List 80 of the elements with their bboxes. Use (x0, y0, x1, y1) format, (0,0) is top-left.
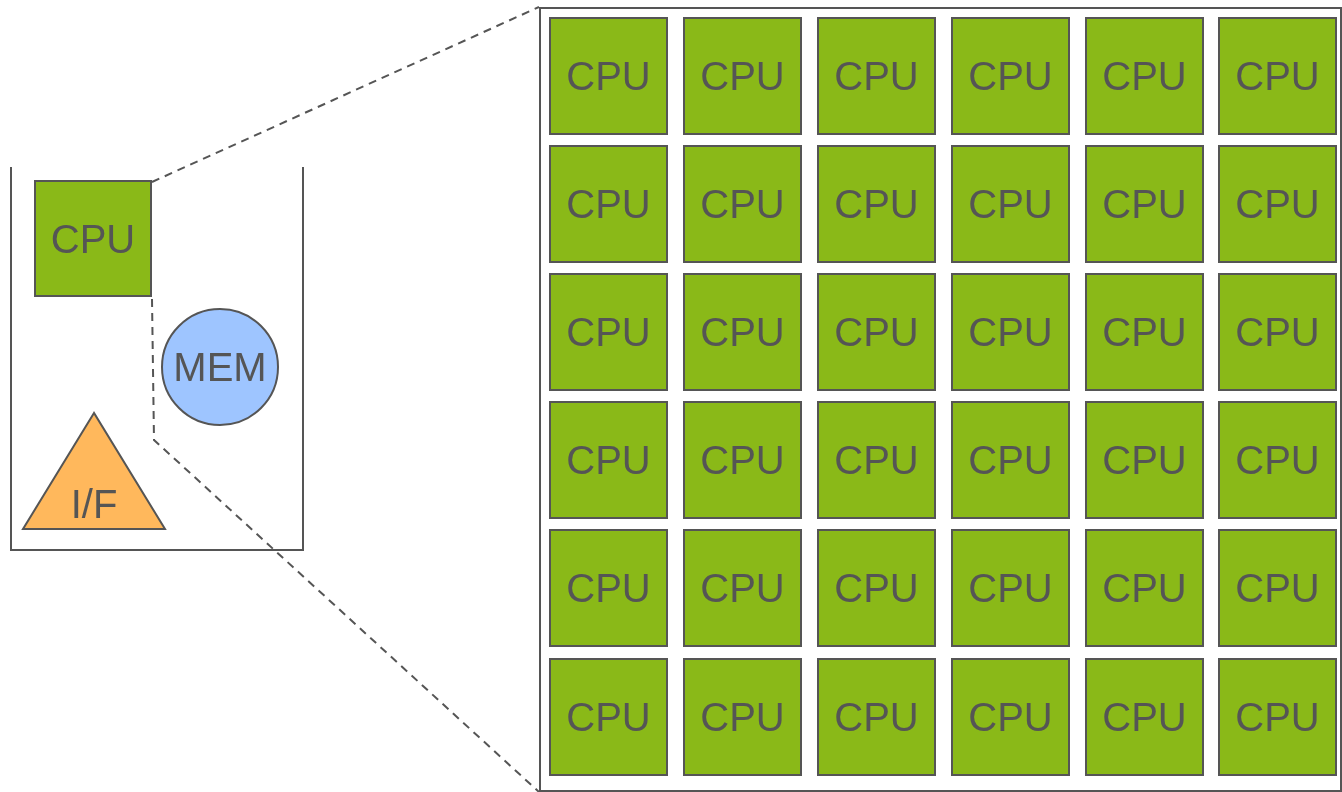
cpu-label: CPU (968, 312, 1053, 352)
cpu-box (683, 529, 802, 647)
cpu-box (34, 180, 152, 297)
memory-label: MEM (173, 347, 267, 387)
cpu-label: CPU (968, 440, 1053, 480)
cpu-label: CPU (700, 184, 785, 224)
cpu-box (549, 401, 668, 519)
cpu-label: CPU (1235, 697, 1320, 737)
cpu-label: CPU (566, 312, 651, 352)
cpu-box (1085, 529, 1204, 647)
cpu-box (951, 529, 1070, 647)
cpu-label: CPU (1235, 312, 1320, 352)
cpu-label: CPU (1235, 56, 1320, 96)
cpu-box (817, 273, 936, 391)
cpu-box (1218, 401, 1337, 519)
cpu-label: CPU (700, 697, 785, 737)
cpu-box (817, 145, 936, 263)
cpu-box (549, 17, 668, 135)
cpu-box (549, 145, 668, 263)
cpu-box (549, 273, 668, 391)
cpu-box (1085, 658, 1204, 776)
chip-outline (10, 167, 304, 551)
cpu-box (817, 658, 936, 776)
cpu-array-panel (539, 7, 1342, 792)
cpu-label: CPU (566, 56, 651, 96)
cpu-label: CPU (1102, 697, 1187, 737)
cpu-box (951, 145, 1070, 263)
cpu-box (817, 17, 936, 135)
cpu-label: CPU (700, 440, 785, 480)
cpu-box (683, 401, 802, 519)
zoom-line (151, 298, 540, 792)
cpu-box (683, 17, 802, 135)
cpu-box (683, 658, 802, 776)
cpu-label: CPU (834, 697, 919, 737)
cpu-label: CPU (1235, 440, 1320, 480)
cpu-box (1085, 401, 1204, 519)
cpu-box (817, 529, 936, 647)
cpu-label: CPU (1102, 184, 1187, 224)
cpu-label: CPU (1235, 184, 1320, 224)
cpu-label: CPU (834, 56, 919, 96)
cpu-box (817, 401, 936, 519)
cpu-label: CPU (1235, 568, 1320, 608)
cpu-label: CPU (566, 440, 651, 480)
cpu-box (951, 401, 1070, 519)
cpu-label: CPU (834, 440, 919, 480)
cpu-label: CPU (1102, 568, 1187, 608)
zoom-line (151, 6, 540, 183)
cpu-box (549, 529, 668, 647)
cpu-box (549, 658, 668, 776)
cpu-label: CPU (968, 697, 1053, 737)
cpu-label: CPU (1102, 56, 1187, 96)
cpu-box (1218, 529, 1337, 647)
cpu-label: CPU (700, 312, 785, 352)
cpu-label: CPU (700, 56, 785, 96)
cpu-box (1085, 145, 1204, 263)
cpu-box (683, 273, 802, 391)
cpu-label: CPU (968, 56, 1053, 96)
cpu-box (683, 145, 802, 263)
cpu-label: CPU (1102, 440, 1187, 480)
cpu-box (951, 17, 1070, 135)
cpu-box (1218, 17, 1337, 135)
cpu-box (1218, 658, 1337, 776)
cpu-label: CPU (834, 312, 919, 352)
interface-label: I/F (70, 484, 118, 524)
cpu-label: CPU (566, 184, 651, 224)
cpu-label: CPU (968, 568, 1053, 608)
cpu-box (951, 273, 1070, 391)
cpu-box (1218, 145, 1337, 263)
cpu-label: CPU (50, 218, 136, 259)
cpu-label: CPU (1102, 312, 1187, 352)
cpu-box (1085, 17, 1204, 135)
cpu-label: CPU (566, 568, 651, 608)
cpu-box (1218, 273, 1337, 391)
cpu-label: CPU (834, 568, 919, 608)
cpu-box (1085, 273, 1204, 391)
cpu-label: CPU (968, 184, 1053, 224)
cpu-label: CPU (700, 568, 785, 608)
cpu-label: CPU (834, 184, 919, 224)
cpu-label: CPU (566, 697, 651, 737)
cpu-box (951, 658, 1070, 776)
